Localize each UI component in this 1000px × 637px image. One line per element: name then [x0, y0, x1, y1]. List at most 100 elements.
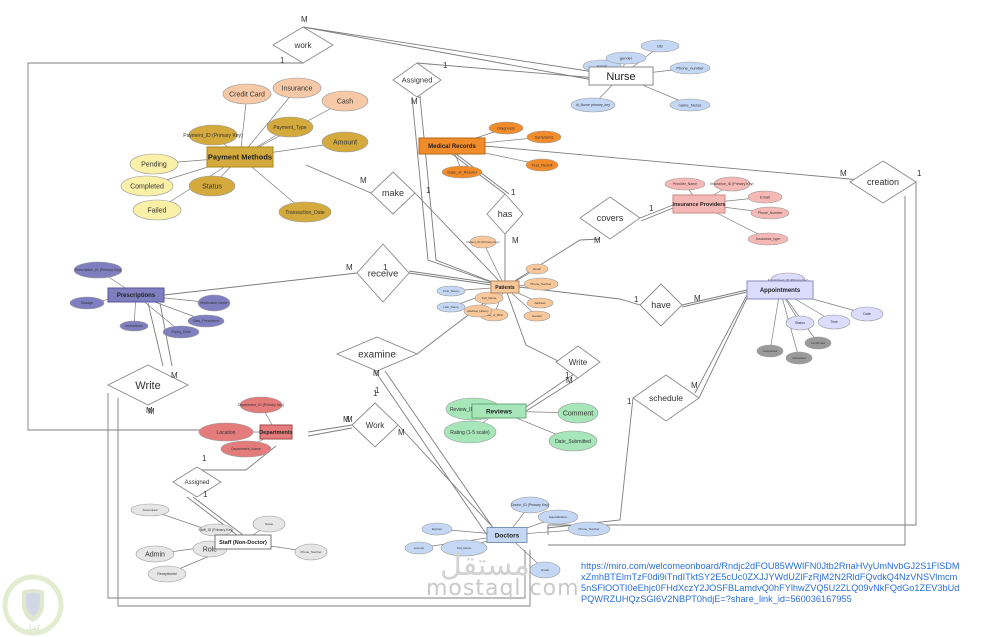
attribute-label: Appointment_ID (Primary Key)	[768, 278, 809, 282]
relationship-diamond	[392, 62, 442, 98]
attribute-patients: Phone_Number	[523, 277, 559, 291]
attribute-payment: Transaction_Date	[278, 201, 332, 223]
attribute-ellipse	[443, 420, 497, 444]
relationship-has[interactable]: has	[486, 193, 524, 235]
attribute-ellipse	[294, 543, 328, 561]
cardinality-label: M	[373, 369, 380, 378]
attribute-label: Payment_Type	[273, 125, 307, 131]
cardinality-label: 1	[565, 371, 570, 380]
relationship-diamond	[172, 466, 222, 498]
relationship-schedule[interactable]: schedule	[632, 374, 700, 422]
entity-departments[interactable]: Departments	[259, 424, 293, 440]
cardinality-label: M	[512, 236, 519, 245]
connector-line	[305, 164, 372, 194]
attribute-ellipse	[669, 98, 711, 112]
attribute-label: First_Name	[443, 289, 459, 293]
attribute-ellipse	[570, 97, 616, 113]
entity-patients[interactable]: Patients	[490, 280, 520, 294]
cardinality-label: M	[360, 176, 367, 185]
relationship-write-rx[interactable]: Write	[106, 364, 190, 406]
attribute-prescriptions: Expiry_Date	[162, 325, 200, 339]
entity-staff[interactable]: Staff (Non-Doctor)	[214, 534, 272, 550]
connector-line	[384, 370, 499, 536]
logo-text: كفيل	[26, 624, 41, 632]
attribute-ellipse	[785, 315, 815, 331]
attribute-doctors: Email	[529, 561, 561, 579]
relationship-covers[interactable]: covers	[579, 196, 641, 240]
entity-label: Patients	[495, 285, 515, 291]
cardinality-label: 1	[443, 61, 448, 70]
attribute-label: Pending	[141, 161, 167, 168]
entity-payment[interactable]: Payment Methods	[206, 146, 274, 168]
relationship-work-dept[interactable]: Work	[351, 402, 399, 448]
relationship-make[interactable]: make	[370, 171, 416, 215]
attribute-staff: Phone_Number	[294, 543, 328, 561]
attribute-ellipse	[850, 306, 884, 322]
attribute-departments: Department_Name	[220, 440, 272, 458]
relationship-diamond	[486, 193, 524, 235]
entity-box	[107, 287, 165, 303]
entity-box	[672, 194, 726, 214]
attribute-insurance: Phone_Number	[750, 206, 790, 220]
cardinality-label: 1	[375, 386, 380, 395]
watermark-text: mostaql.com	[426, 576, 580, 601]
relationship-assigned[interactable]: Assigned	[392, 62, 442, 98]
entity-appointments[interactable]: Appointments	[746, 280, 814, 300]
connector-line	[192, 496, 244, 536]
attribute-ellipse	[421, 522, 453, 536]
attribute-ellipse	[220, 440, 272, 458]
entity-label: Staff (Non-Doctor)	[219, 540, 267, 546]
relationship-work[interactable]: work	[272, 26, 334, 64]
attribute-staff: Staff_ID (Primary Key)	[199, 523, 233, 537]
attribute-ellipse	[817, 314, 851, 330]
attribute-nurse: DB	[640, 39, 680, 53]
entity-reviews[interactable]: Reviews	[471, 403, 527, 419]
attribute-appointments: Date	[850, 306, 884, 322]
attribute-ellipse	[132, 199, 182, 221]
attribute-patients: Email	[525, 263, 549, 275]
entity-doctors[interactable]: Doctors	[486, 527, 528, 543]
attribute-ellipse	[188, 124, 238, 146]
entity-prescriptions[interactable]: Prescriptions	[107, 287, 165, 303]
attribute-label: Email	[541, 568, 549, 572]
attribute-patients: Address	[526, 297, 554, 309]
connector-line	[547, 182, 917, 535]
connector-line	[518, 286, 641, 306]
cardinality-label: M	[566, 376, 573, 385]
relationship-examine[interactable]: examine	[335, 336, 419, 372]
attribute-payment: Pending	[129, 153, 179, 175]
attribute-label: Location	[217, 430, 236, 436]
relationship-write-review[interactable]: Write	[555, 345, 601, 379]
connector-line	[374, 370, 488, 536]
relationship-have[interactable]: have	[639, 283, 683, 327]
attribute-ellipse	[69, 296, 105, 310]
attribute-payment: Cash	[321, 90, 369, 112]
entity-label: Payment Methods	[208, 153, 272, 162]
share-link[interactable]: https://miro.com/welcomeonboard/Rndjc2dF…	[581, 561, 960, 604]
cardinality-label: M	[346, 263, 353, 272]
relationship-assigned-staff[interactable]: Assigned	[172, 466, 222, 498]
attribute-label: Insurance_type	[756, 237, 780, 241]
attribute-label: Role	[203, 546, 218, 553]
entity-nurse[interactable]: Nurse	[588, 66, 654, 86]
attribute-payment: Insurance	[272, 77, 322, 99]
connector-line	[117, 398, 531, 607]
attribute-patients: First_Name	[436, 285, 466, 297]
entity-insurance[interactable]: Insurance Providers	[672, 194, 726, 214]
relationship-diamond	[106, 364, 190, 406]
attribute-ellipse	[135, 545, 175, 563]
attribute-label: Phone_Number	[300, 550, 321, 554]
relationship-receive[interactable]: receive	[356, 243, 410, 303]
entity-box	[418, 137, 486, 155]
attribute-ellipse	[239, 396, 283, 414]
entity-medical[interactable]: Medical Records	[418, 137, 486, 155]
connector-line	[163, 272, 358, 296]
attribute-ellipse	[119, 320, 149, 332]
attribute-label: Full_Name	[457, 546, 472, 550]
attribute-label: Phone_Number	[578, 527, 599, 531]
relationship-creation[interactable]: creation	[849, 160, 917, 204]
entity-label: Appointments	[760, 288, 801, 294]
connector-line	[414, 192, 506, 288]
connector-line	[147, 302, 164, 367]
